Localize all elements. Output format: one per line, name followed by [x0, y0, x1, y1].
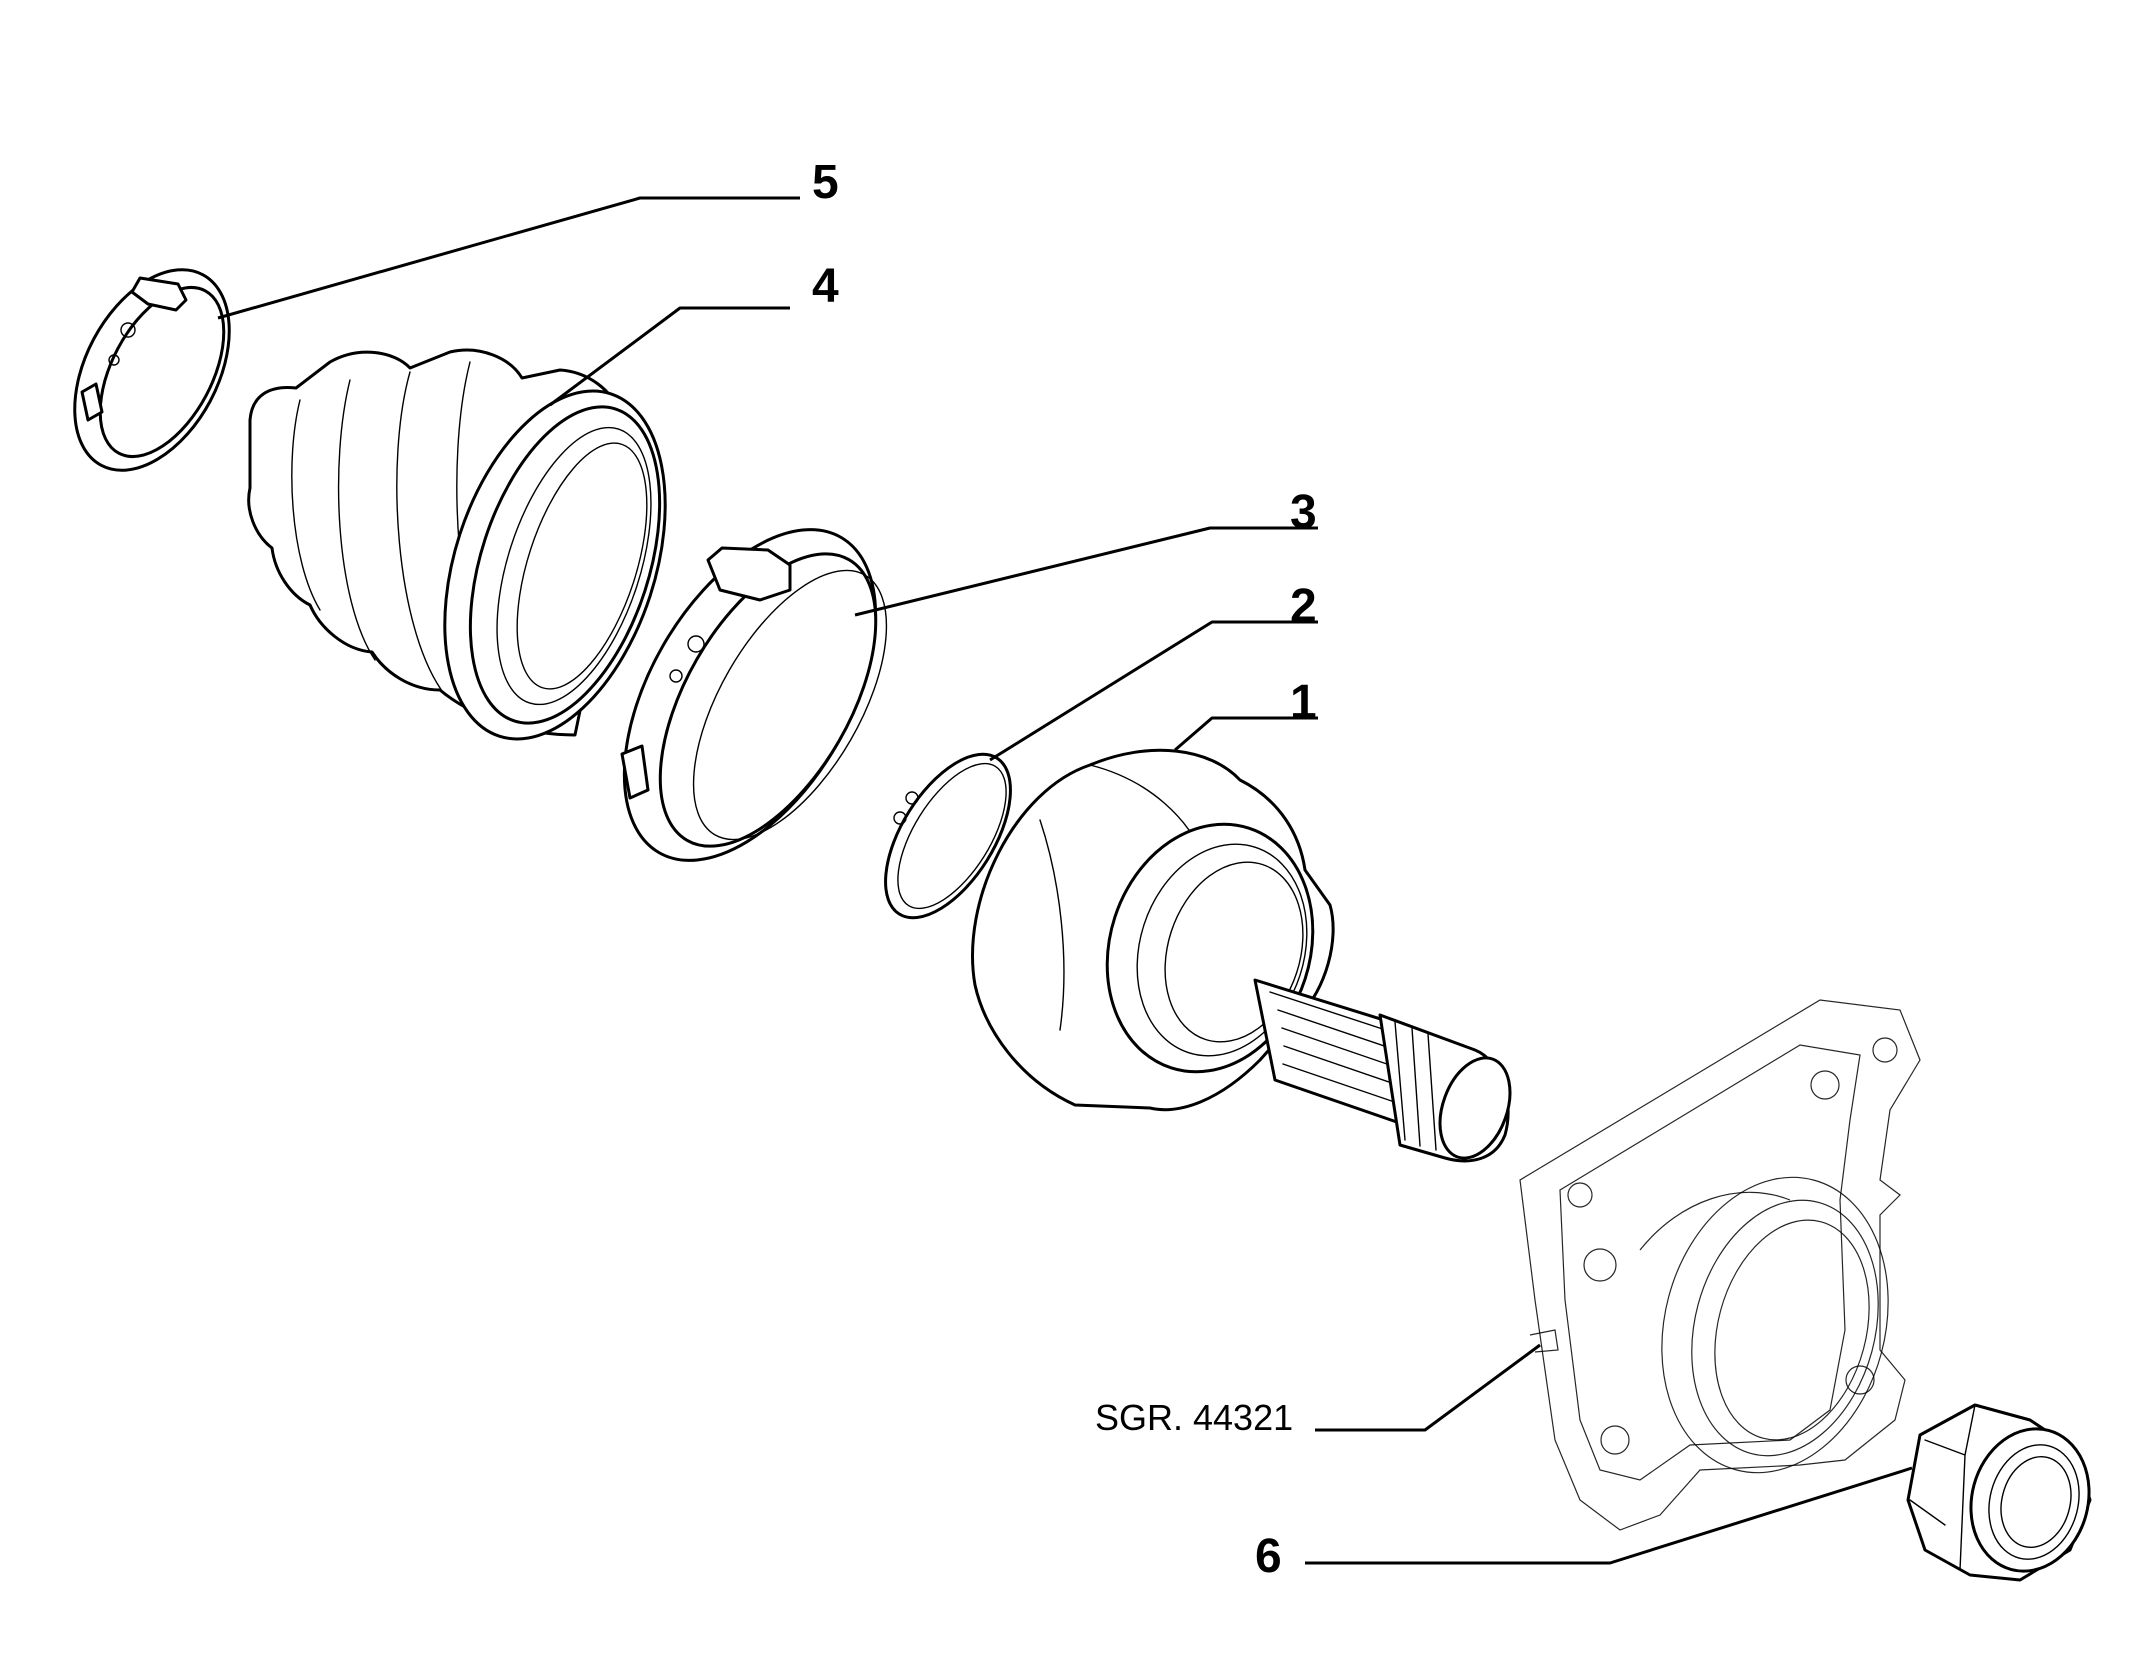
part-5-small-clamp[interactable]	[43, 244, 261, 497]
callout-2: 2	[1290, 580, 1317, 633]
leader-line-5	[217, 196, 800, 320]
callout-4: 4	[812, 260, 839, 313]
part-3-large-clamp[interactable]	[572, 487, 927, 902]
callout-3: 3	[1290, 486, 1317, 539]
leader-line-4	[549, 306, 790, 407]
callout-1: 1	[1290, 676, 1317, 729]
part-4-boot[interactable]	[247, 348, 706, 767]
hub-carrier-flange[interactable]	[1519, 999, 1921, 1531]
part-1-cv-joint[interactable]	[971, 748, 1523, 1168]
leader-line-2	[989, 620, 1318, 762]
leader-line-6	[1305, 1466, 1913, 1565]
leader-line-1	[1174, 716, 1318, 752]
part-2-circlip[interactable]	[860, 734, 1036, 939]
callout-6: 6	[1255, 1530, 1282, 1583]
callout-5: 5	[812, 156, 839, 209]
leader-line-sgr	[1315, 1343, 1541, 1432]
part-6-hub-nut[interactable]	[1906, 1403, 2105, 1585]
leader-line-3	[854, 526, 1318, 617]
reference-label: SGR. 44321	[1095, 1397, 1293, 1438]
